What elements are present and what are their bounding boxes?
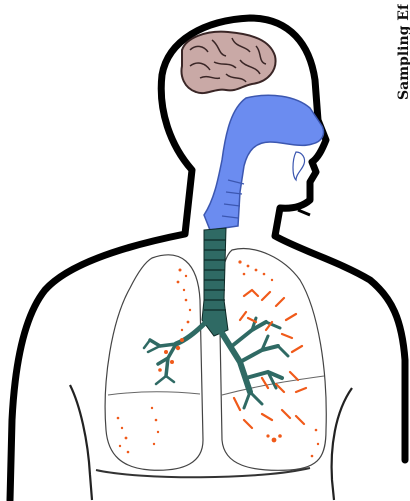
left-lung-outline bbox=[105, 255, 203, 470]
chin-stroke bbox=[298, 210, 310, 215]
right-arm-line bbox=[332, 388, 352, 500]
brain-icon bbox=[182, 32, 276, 93]
nasal-airway-icon bbox=[204, 95, 324, 230]
left-arm-line bbox=[70, 385, 92, 500]
